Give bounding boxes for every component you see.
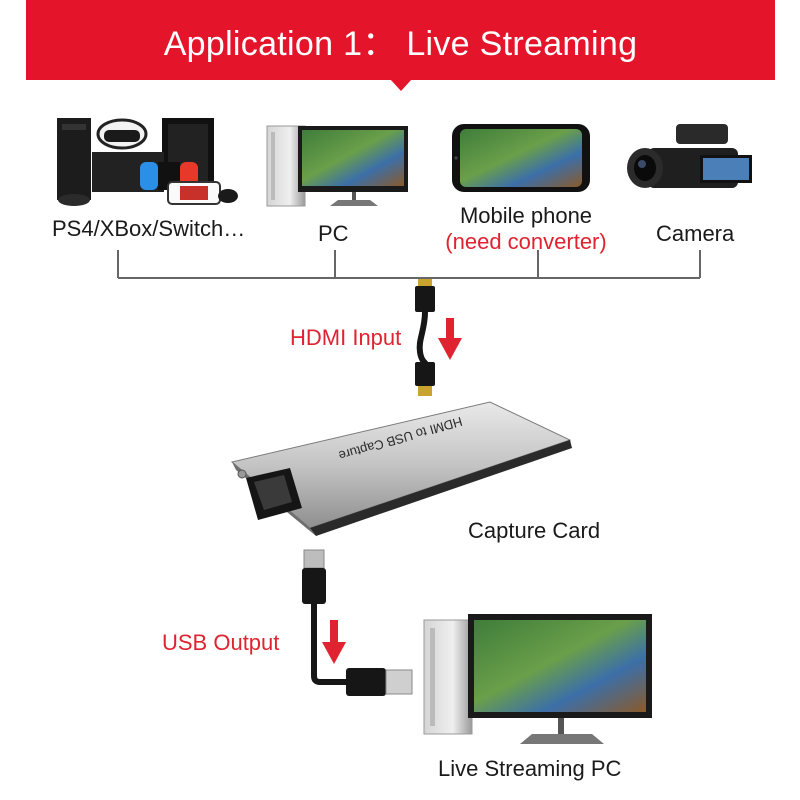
source-label-camera: Camera [656, 221, 735, 246]
capture-card-image: HDMI to USB Capture [230, 401, 572, 536]
source-label-consoles: PS4/XBox/Switch… [52, 216, 246, 241]
hdmi-cable [415, 279, 435, 396]
source-label-mobile-phone: Mobile phone [459, 203, 593, 228]
usb-down-arrow-icon [322, 620, 346, 664]
live-streaming-pc-label: Live Streaming PC [438, 756, 622, 781]
connector-bracket [117, 250, 701, 279]
consoles-image [57, 118, 238, 206]
pc-image [266, 125, 408, 207]
mobile-phone-image [452, 124, 590, 192]
live-streaming-pc-image [423, 614, 652, 744]
source-note-need-converter: (need converter) [445, 229, 607, 254]
camera-image [627, 124, 752, 188]
hdmi-down-arrow-icon [438, 318, 462, 360]
title-banner: Application 1： Live Streaming [26, 0, 775, 80]
source-label-pc: PC [318, 221, 349, 246]
banner-pointer [390, 79, 412, 91]
capture-card-label: Capture Card [468, 518, 601, 543]
hdmi-input-label: HDMI Input [290, 325, 402, 350]
banner-title: Application 1： Live Streaming [163, 24, 638, 63]
usb-cable [302, 549, 413, 696]
usb-output-label: USB Output [162, 630, 280, 655]
